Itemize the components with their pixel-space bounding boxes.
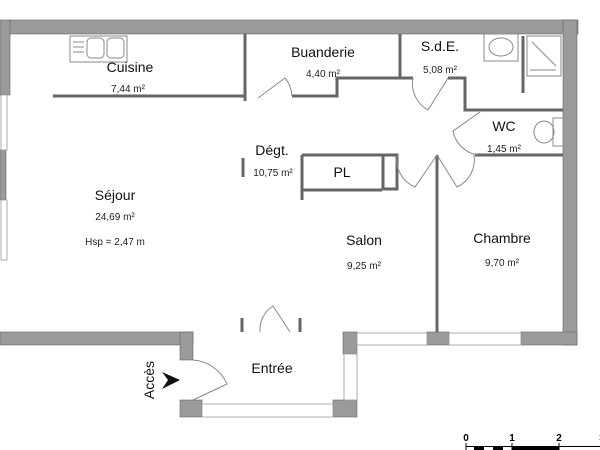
door-wc	[452, 111, 481, 156]
washbasin-icon	[483, 33, 519, 62]
ceiling-height: Hsp = 2,47 m	[85, 237, 145, 248]
room-area-wc: 1,45 m²	[487, 144, 522, 155]
access-label: Accès	[141, 361, 157, 399]
room-area-sde: 5,08 m²	[423, 65, 458, 76]
toilet-icon	[533, 117, 564, 147]
room-area-salon: 9,25 m²	[347, 261, 382, 272]
shower-icon	[521, 35, 562, 93]
scale-tick-2: 2	[556, 433, 562, 444]
outer-walls	[0, 19, 579, 418]
room-area-cuisine: 7,44 m²	[111, 84, 146, 95]
room-name-sejour: Séjour	[95, 187, 136, 203]
door-sde	[411, 77, 449, 111]
door-salon-chambre	[396, 154, 475, 188]
room-name-buanderie: Buanderie	[291, 44, 355, 60]
room-area-chambre: 9,70 m²	[485, 258, 520, 269]
kitchen-sink-icon	[69, 35, 128, 63]
partitions	[53, 34, 563, 332]
room-area-sejour: 24,69 m²	[95, 212, 135, 223]
scale-tick-1: 1	[509, 433, 515, 444]
room-name-pl: PL	[333, 164, 350, 180]
doors	[192, 77, 481, 401]
room-name-wc: WC	[492, 118, 515, 134]
entry-arrow-icon	[162, 372, 180, 389]
windows	[0, 94, 522, 418]
scale-bar: 0 1 2 3	[463, 433, 600, 450]
door-entree	[259, 305, 291, 333]
room-name-chambre: Chambre	[473, 230, 531, 246]
room-name-salon: Salon	[346, 232, 382, 248]
room-name-entree: Entrée	[251, 360, 292, 376]
scale-tick-0: 0	[463, 433, 469, 444]
room-area-degt: 10,75 m²	[253, 168, 293, 179]
room-name-cuisine: Cuisine	[107, 59, 154, 75]
room-name-degt: Dégt.	[255, 142, 288, 158]
door-acces	[192, 359, 228, 401]
room-name-sde: S.d.E.	[421, 38, 459, 54]
door-buanderie	[257, 77, 293, 99]
room-area-buanderie: 4,40 m²	[306, 69, 341, 80]
